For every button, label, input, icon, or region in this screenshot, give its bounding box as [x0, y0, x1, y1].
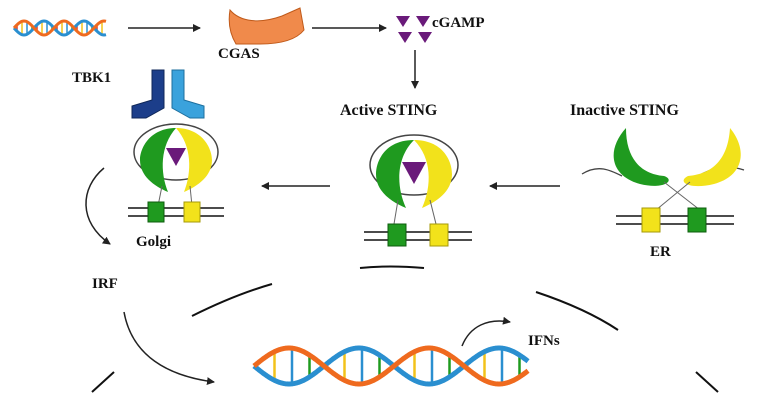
nucleus-outline [91, 265, 719, 393]
dna-backbone-blue [252, 345, 530, 387]
sting-inactive [581, 128, 745, 211]
cgas-label: CGAS [218, 46, 260, 62]
er-membrane [616, 207, 734, 233]
arrow-irf-to-dna [123, 311, 215, 386]
sting-active [369, 134, 459, 225]
active-sting-label: Active STING [340, 102, 438, 119]
dna-backbone-orange [12, 19, 107, 37]
cgamp-label: cGAMP [432, 15, 484, 31]
arrow-dna-to-ifns [461, 316, 511, 347]
golgi-label: Golgi [136, 234, 171, 250]
dna-strand-small [12, 19, 107, 37]
dna-backbone-orange [252, 345, 530, 387]
cgamp-molecules [396, 16, 432, 43]
ifns-label: IFNs [528, 333, 560, 349]
tbk1-protein [131, 69, 205, 119]
er-label: ER [650, 244, 671, 260]
cgas-enzyme-shape [228, 7, 305, 45]
dna-strand-large [252, 345, 530, 387]
tbk1-label: TBK1 [72, 70, 111, 86]
arrow-golgi-to-irf [85, 167, 111, 245]
golgi-membrane [128, 201, 224, 223]
sting-golgi [133, 123, 219, 207]
inactive-sting-label: Inactive STING [570, 102, 679, 119]
active-sting-membrane [364, 223, 472, 247]
irf-label: IRF [92, 276, 118, 292]
dna-backbone-blue [12, 19, 107, 37]
